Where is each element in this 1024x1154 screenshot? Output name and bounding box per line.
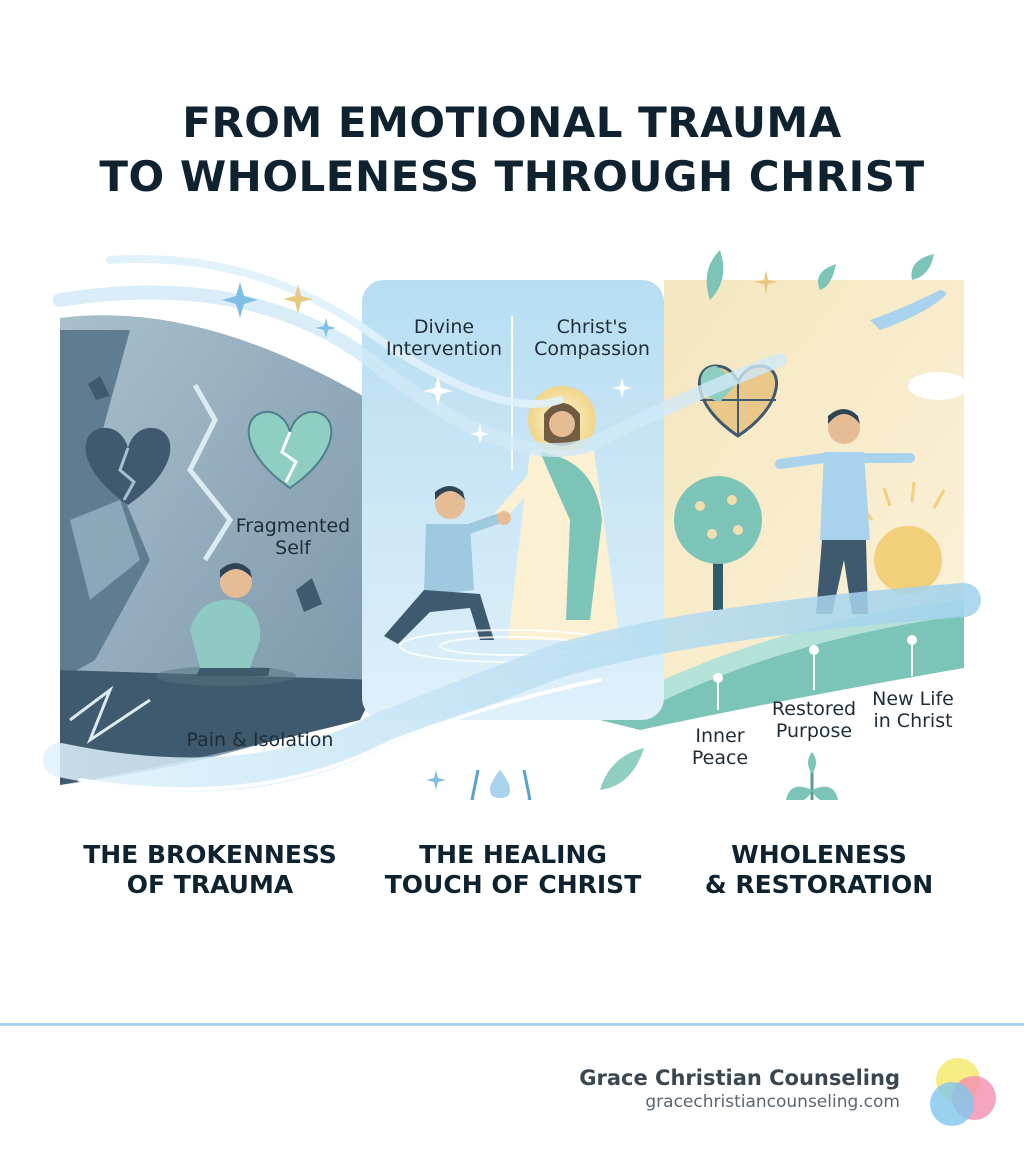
title-line-2: TO WHOLENESS THROUGH CHRIST [99,152,925,201]
heading-brokenness: THE BROKENNESS OF TRAUMA [83,840,337,899]
green-hill [600,610,964,730]
label-restored-purpose: Restored Purpose [771,698,857,742]
label-new-life: New Life in Christ [872,688,954,732]
cloud-icon [908,372,968,400]
illustration-scene [43,250,981,800]
footer-divider [0,1023,1024,1026]
shard-2 [296,578,322,612]
label-inner-peace: Inner Peace [691,725,749,769]
christ-figure [494,403,620,640]
open-hand-icon [870,290,946,330]
leaf-icon-4 [600,748,644,790]
shard-1 [88,376,110,400]
cracked-heart-icon [247,410,333,490]
heading-healing: THE HEALING TOUCH OF CHRIST [384,840,642,899]
praying-hands-droplet-icon [470,769,532,800]
label-pins [713,635,917,710]
brand-logo-icon [930,1058,996,1126]
leaf-icon-1 [706,250,724,300]
label-fragmented-self: Fragmented Self [235,515,351,559]
light-stream [43,255,981,792]
label-christs-compassion: Christ's Compassion [534,316,650,360]
page-title: FROM EMOTIONAL TRAUMA TO WHOLENESS THROU… [0,96,1024,204]
sprout-icon [786,752,838,800]
heading-wholeness: WHOLENESS & RESTORATION [704,840,934,899]
title-line-1: FROM EMOTIONAL TRAUMA [182,98,842,147]
tree-icon [674,476,762,610]
sitting-person-figure [156,563,296,686]
broken-heart-icon [85,427,171,505]
kneeling-person-figure [384,486,511,644]
label-pain-isolation: Pain & Isolation [186,729,334,751]
sparkle-icons [222,270,778,790]
sun-icon [874,526,942,594]
brand-name: Grace Christian Counseling [579,1066,900,1090]
leaf-icon-3 [911,254,934,280]
brand-url[interactable]: gracechristiancounseling.com [645,1092,900,1112]
label-divine-intervention: Divine Intervention [386,316,502,360]
cliff-rock [60,330,150,680]
leaf-icon-2 [818,264,836,290]
